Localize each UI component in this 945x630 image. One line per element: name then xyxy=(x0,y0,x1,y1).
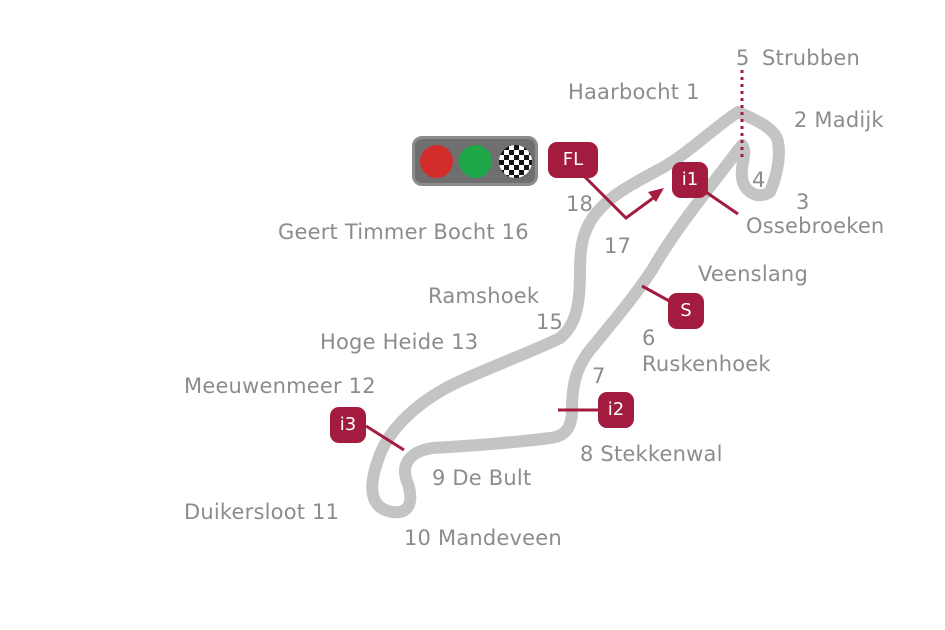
green-light-icon xyxy=(459,145,492,178)
corner-5: 5 xyxy=(736,46,750,70)
corner-1-label: Haarbocht 1 xyxy=(568,80,700,104)
corner-18: 18 xyxy=(566,192,594,216)
corner-11-label: Duikersloot 11 xyxy=(184,500,340,524)
corner-6: 6 xyxy=(642,326,656,350)
corner-17: 17 xyxy=(604,234,632,258)
start-lights xyxy=(412,136,538,186)
corner-6-name: Ruskenhoek xyxy=(642,352,771,376)
corner-16-label: Geert Timmer Bocht 16 xyxy=(278,220,529,244)
corner-13-label: Hoge Heide 13 xyxy=(320,330,479,354)
marker-s: S xyxy=(668,293,704,329)
corner-5-name: Strubben xyxy=(762,46,860,70)
corner-3: 3 xyxy=(796,190,810,214)
red-light-icon xyxy=(420,145,453,178)
corner-8-label: 8 Stekkenwal xyxy=(580,442,723,466)
track-path xyxy=(366,106,785,519)
corner-2-label: 2 Madijk xyxy=(794,108,884,132)
checkered-flag-icon xyxy=(499,145,532,178)
corner-4: 4 xyxy=(752,168,766,192)
corner-12-label: Meeuwenmeer 12 xyxy=(184,374,376,398)
corner-3-name: Ossebroeken xyxy=(746,214,885,238)
corner-10-label: 10 Mandeveen xyxy=(404,526,562,550)
marker-i1: i1 xyxy=(672,162,708,198)
fl-arrow-head xyxy=(648,188,664,202)
ramshoek-label: Ramshoek xyxy=(428,284,540,308)
fl-arrow xyxy=(580,172,657,220)
marker-i2: i2 xyxy=(598,392,634,428)
veenslang-label: Veenslang xyxy=(698,262,808,286)
corner-15: 15 xyxy=(536,310,564,334)
corner-7: 7 xyxy=(592,364,606,388)
corner-9-label: 9 De Bult xyxy=(432,466,532,490)
marker-fl: FL xyxy=(548,142,598,178)
marker-i3: i3 xyxy=(330,407,366,443)
i3-tick xyxy=(365,424,405,452)
